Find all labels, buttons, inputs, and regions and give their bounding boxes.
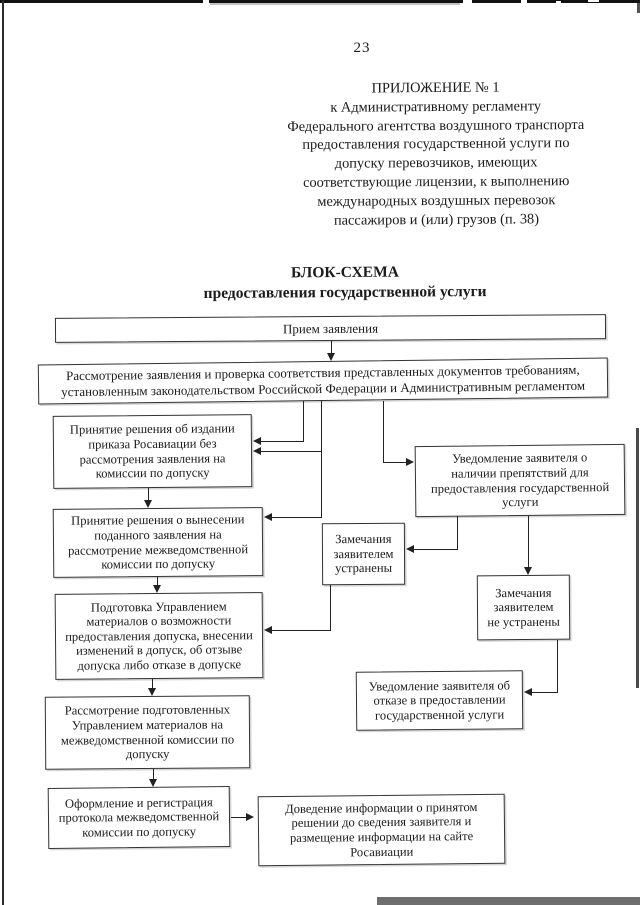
connector-review-drop-a (303, 401, 305, 442)
arrowhead (264, 512, 272, 521)
arrowhead (153, 585, 161, 593)
connector-review-drop-b (321, 401, 323, 517)
connector-to-refusal (532, 692, 558, 694)
connector-review-drop-c (383, 401, 385, 462)
appendix-line: Федерального агентства воздушного трансп… (287, 116, 585, 135)
flow-box-protocol-registration: Оформление и регистрация протокола межве… (47, 786, 231, 849)
scan-top-edge-gap (556, 1, 561, 3)
scan-top-edge-gap (588, 0, 599, 2)
appendix-line: соответствующие лицензии, к выполнению (303, 173, 570, 191)
arrowhead (149, 779, 157, 787)
connector-to-obstacles (383, 462, 406, 464)
scan-right-edge (637, 3, 640, 13)
connector-protocol-to-information (231, 817, 246, 819)
arrowhead (406, 457, 414, 466)
scan-top-edge-gap (521, 0, 527, 3)
arrowhead (253, 446, 261, 455)
arrowhead (327, 353, 335, 361)
appendix-line: предоставления государственной услуги по (302, 135, 570, 154)
arrowhead (524, 687, 532, 696)
flow-box-review: Рассмотрение заявления и проверка соотве… (37, 357, 609, 405)
flow-box-refusal-notice: Уведомление заявителя об отказе в предос… (355, 670, 524, 731)
connector-reception-review (331, 341, 333, 353)
scan-top-edge-gap (463, 0, 472, 3)
connector-review-to-protocol (153, 769, 155, 779)
arrowhead (246, 812, 254, 821)
connector-review-to-order-b (261, 451, 322, 453)
arrowhead (264, 625, 272, 634)
flow-box-information-notice: Доведение информации о принятом решении … (257, 793, 506, 867)
flow-box-remarks-unresolved: Замечания заявителем не устранены (476, 574, 571, 641)
scheme-title-line2: предоставления государственной услуги (203, 283, 487, 302)
appendix-line: пассажиров и (или) грузов (п. 38) (333, 210, 540, 229)
scan-top-edge-gap (203, 0, 209, 3)
connector-referral-to-preparation (157, 577, 159, 585)
arrowhead (524, 567, 532, 575)
arrowhead (144, 500, 152, 508)
appendix-line: международных воздушных перевозок (317, 191, 556, 210)
connector-resolved-drop (330, 585, 332, 630)
scan-left-edge (2, 0, 4, 905)
flow-box-commission-referral: Принятие решения о вынесении поданного з… (52, 507, 264, 578)
appendix-header: ПРИЛОЖЕНИЕ № 1 к Административному регла… (282, 78, 589, 231)
connector-obstacles-to-unresolved (528, 516, 530, 567)
appendix-heading: ПРИЛОЖЕНИЕ № 1 (371, 79, 500, 97)
connector-to-preparation (272, 630, 331, 632)
connector-order-to-referral (148, 488, 150, 500)
connector-review-to-order-a (261, 441, 304, 443)
connector-to-referral (272, 517, 322, 519)
page-number: 23 (353, 40, 371, 56)
arrowhead (148, 688, 156, 696)
flow-box-materials-review: Рассмотрение подготовленных Управлением … (44, 695, 251, 770)
flow-box-materials-preparation: Подготовка Управлением материалов о возм… (54, 592, 264, 680)
connector-unresolved-drop (557, 640, 559, 692)
appendix-line: допуску перевозчиков, имеющих (334, 154, 538, 172)
flow-box-obstacles-notice: Уведомление заявителя о наличии препятст… (414, 443, 626, 518)
scan-top-edge (0, 0, 640, 3)
connector-preparation-to-review (152, 679, 154, 688)
scheme-title: БЛОК-СХЕМА предоставления государственно… (95, 261, 595, 304)
arrowhead (406, 544, 414, 553)
arrowhead (253, 436, 261, 445)
connector-to-remarks-resolved (414, 549, 458, 551)
flow-box-reception: Прием заявления (54, 314, 607, 343)
scan-right-edge (636, 428, 639, 688)
appendix-line: к Административному регламенту (330, 98, 542, 116)
connector-obstacles-drop-left (457, 516, 459, 549)
scan-top-smudge (210, 3, 460, 5)
scan-bottom-bar (377, 897, 640, 905)
flow-box-remarks-resolved: Замечания заявителем устранены (321, 522, 406, 586)
flow-box-order-no-commission: Принятие решения об издании приказа Роса… (52, 414, 253, 489)
